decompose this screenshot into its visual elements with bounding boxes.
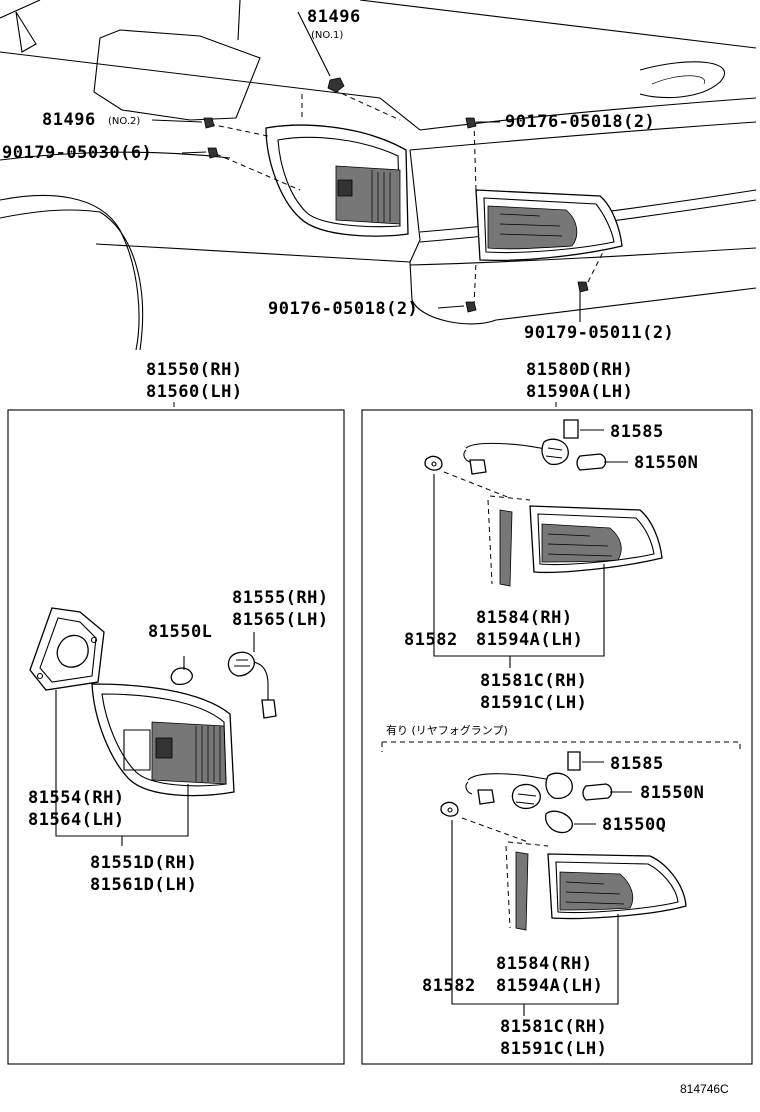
fog-lamp-note: 有り (リヤフォグランプ) <box>386 723 508 737</box>
label-81496-no2: 81496 <box>42 110 96 130</box>
label-81585-lower: 81585 <box>610 754 664 774</box>
label-81594A-lh-lower: 81594A(LH) <box>496 976 603 996</box>
label-81565-lh: 81565(LH) <box>232 610 329 630</box>
label-81555-rh: 81555(RH) <box>232 588 329 608</box>
label-81591C-lh-lower: 81591C(LH) <box>500 1039 607 1059</box>
label-90176-05018-top: 90176-05018(2) <box>505 112 655 132</box>
label-81594A-lh-upper: 81594A(LH) <box>476 630 583 650</box>
label-81550-rh: 81550(RH) <box>146 360 243 380</box>
fog-variant-frame <box>382 741 741 752</box>
right-lower-assembly-illustration <box>440 751 687 1016</box>
label-81496-no2-note: (NO.2) <box>108 116 140 127</box>
label-81496-no1: 81496 <box>307 7 361 27</box>
label-81550N-lower: 81550N <box>640 783 704 803</box>
label-81560-lh: 81560(LH) <box>146 382 243 402</box>
label-81582-upper: 81582 <box>404 630 458 650</box>
label-81561D-lh: 81561D(LH) <box>90 875 197 895</box>
label-81580D-rh: 81580D(RH) <box>526 360 633 380</box>
label-90176-05018-bottom: 90176-05018(2) <box>268 299 418 319</box>
label-81584-rh-lower: 81584(RH) <box>496 954 593 974</box>
label-81581C-rh-upper: 81581C(RH) <box>480 671 587 691</box>
label-90179-05011: 90179-05011(2) <box>524 323 674 343</box>
label-81584-rh-upper: 81584(RH) <box>476 608 573 628</box>
diagram-code: 814746C <box>680 1082 729 1096</box>
label-81564-lh: 81564(LH) <box>28 810 125 830</box>
label-81554-rh: 81554(RH) <box>28 788 125 808</box>
right-upper-assembly-illustration <box>424 419 663 668</box>
label-81551D-rh: 81551D(RH) <box>90 853 197 873</box>
label-81590A-lh: 81590A(LH) <box>526 382 633 402</box>
label-81550Q-lower: 81550Q <box>602 815 666 835</box>
left-assembly-illustration <box>29 607 277 846</box>
right-box-frame <box>361 409 753 1065</box>
label-81550N-upper: 81550N <box>634 453 698 473</box>
label-81582-lower: 81582 <box>422 976 476 996</box>
left-box-frame <box>7 409 345 1065</box>
label-90179-05030: 90179-05030(6) <box>2 143 152 163</box>
vehicle-rear-illustration <box>0 0 757 351</box>
label-81591C-lh-upper: 81591C(LH) <box>480 693 587 713</box>
label-81585-upper: 81585 <box>610 422 664 442</box>
label-81581C-rh-lower: 81581C(RH) <box>500 1017 607 1037</box>
label-81550L: 81550L <box>148 622 212 642</box>
label-81496-no1-note: (NO.1) <box>311 30 343 41</box>
